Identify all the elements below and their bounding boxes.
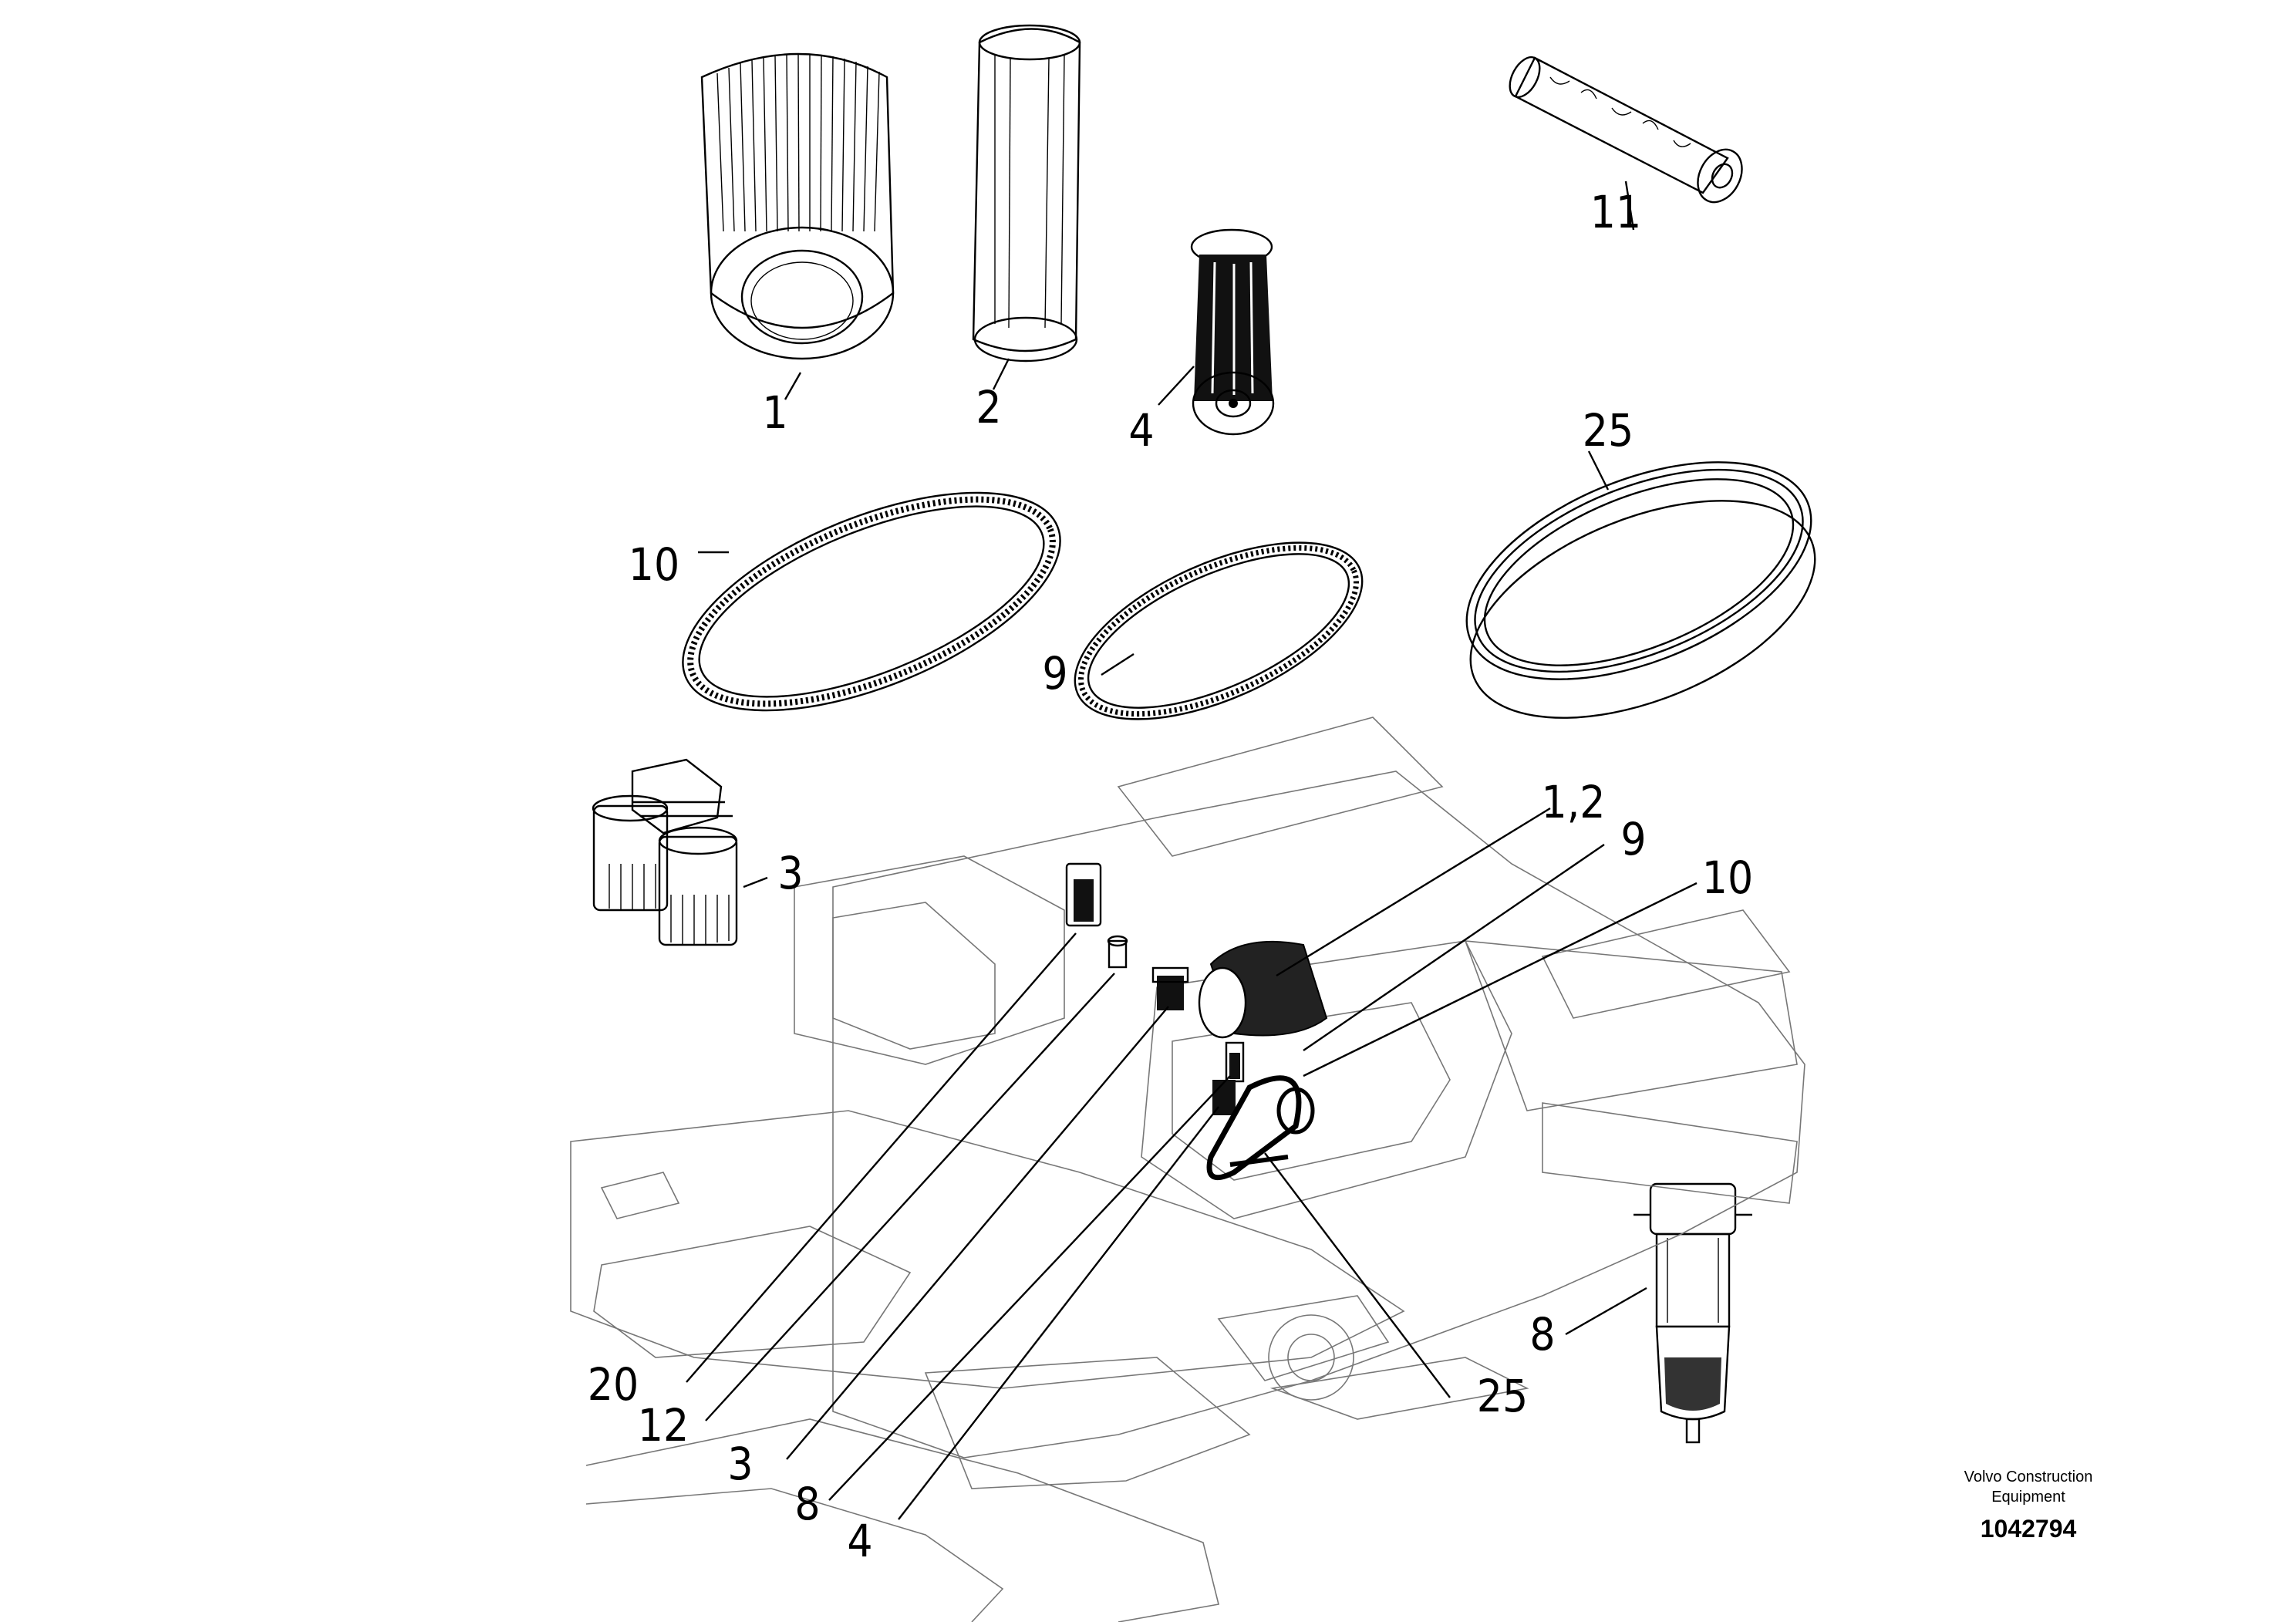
callout-20: 20 (588, 1358, 639, 1411)
callout-25-bottom: 25 (1477, 1370, 1528, 1422)
oil-filter (1190, 228, 1275, 436)
document-number: 1042794 (1980, 1515, 2077, 1543)
callout-1: 1 (762, 386, 787, 439)
installed-air-filter (1198, 940, 1328, 1039)
callout-3-top: 3 (777, 847, 803, 899)
installed-filter-20 (1065, 862, 1102, 927)
water-separator-filter (1633, 1182, 1752, 1444)
callout-9-top: 9 (1042, 647, 1067, 700)
callout-4-bottom: 4 (847, 1515, 872, 1567)
callout-2: 2 (976, 381, 1001, 433)
air-filter-element-inner (972, 24, 1081, 363)
callout-12: 12 (638, 1399, 689, 1452)
installed-filter-12 (1107, 935, 1128, 969)
installed-belts (1206, 1075, 1315, 1181)
v-belt-10 (682, 491, 1061, 712)
air-filter-element-outer (700, 52, 895, 360)
poly-v-belt-25 (1465, 461, 1816, 719)
machine-outline (570, 717, 1805, 1622)
callout-1-2-assembly: 1,2 (1542, 776, 1606, 828)
callouts: 1 2 4 11 25 10 9 3 1,2 9 10 20 12 3 8 4 … (588, 186, 1753, 1567)
hydraulic-filter (1509, 56, 1743, 204)
leader-lines (686, 180, 1698, 1520)
company-name-line2: Equipment (1991, 1489, 2065, 1506)
twin-fuel-filter (592, 758, 738, 946)
callout-25-top: 25 (1583, 404, 1633, 457)
v-belt-9 (1074, 541, 1364, 720)
callout-4-top: 4 (1128, 404, 1154, 457)
installed-filter-8 (1225, 1041, 1245, 1083)
callout-10-top: 10 (629, 538, 679, 591)
installed-filter-3 (1151, 966, 1189, 1010)
callout-3-bottom: 3 (727, 1438, 753, 1490)
callout-10-assembly: 10 (1702, 851, 1753, 904)
callout-8-right: 8 (1529, 1308, 1555, 1361)
callout-8-bottom: 8 (794, 1478, 820, 1530)
callout-11: 11 (1590, 186, 1641, 238)
company-name-line1: Volvo Construction (1964, 1469, 2093, 1485)
callout-9-assembly: 9 (1620, 813, 1646, 865)
